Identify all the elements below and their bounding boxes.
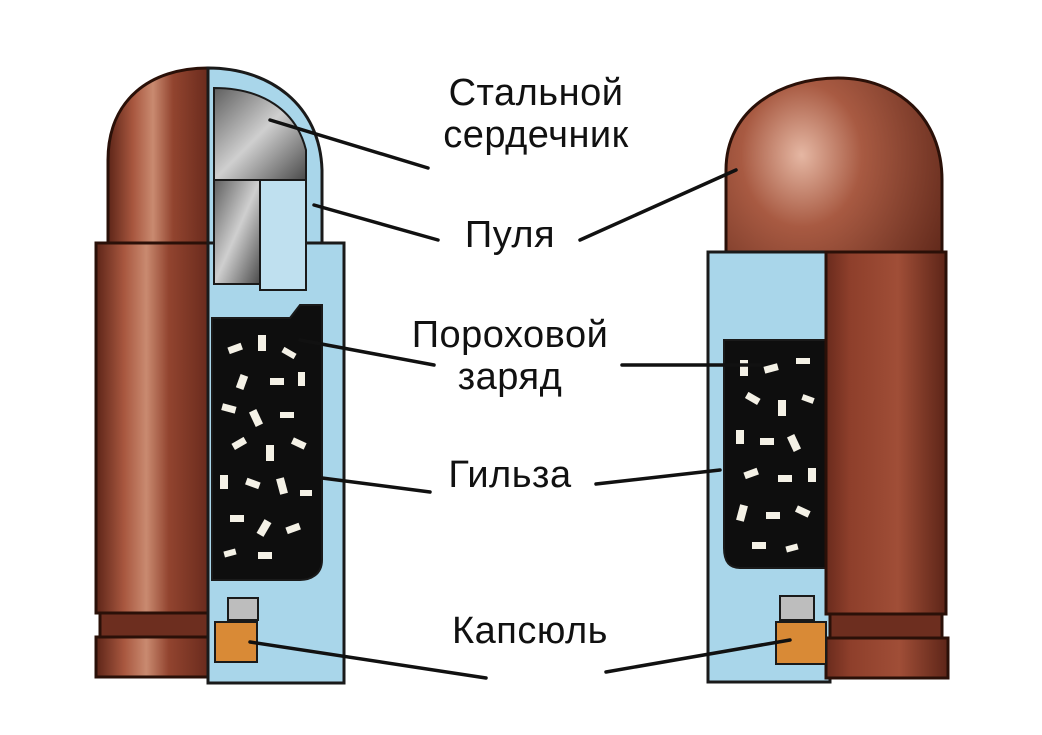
right-case-base [824,636,950,680]
leader-primer-right [604,638,792,674]
label-powder-line1: Пороховой [411,314,609,356]
label-steel-core-line1: Стальной [448,72,624,114]
leader-steel-core [268,118,430,170]
right-case-outer [824,250,948,616]
label-powder-line2: заряд [457,356,563,398]
label-primer: Капсюль [452,610,608,652]
leader-bullet-left [312,203,440,242]
left-bullet-interior [259,179,307,291]
leader-case-right [594,468,722,486]
label-steel-core: Стальной сердечник [426,72,646,156]
left-bullet-outer [106,66,210,247]
right-case-rim [828,612,944,640]
right-powder-chamber [723,339,827,569]
label-case: Гильза [448,454,572,496]
left-case-outer [94,241,210,615]
leader-primer-left [248,640,488,680]
right-powder-grains [736,358,816,553]
leader-powder-left [298,338,436,367]
left-powder-chamber [211,304,323,581]
right-primer [775,621,827,665]
leader-case-left [320,476,432,494]
leader-bullet-right [578,168,738,242]
right-primer-anvil [779,595,815,621]
leader-lines [248,118,792,680]
right-cartridge [706,76,950,684]
label-bullet: Пуля [464,214,556,256]
left-steel-core [213,86,307,181]
left-primer-anvil [227,597,259,621]
label-powder-charge: Пороховой заряд [396,314,624,398]
left-case-rim [98,611,210,639]
left-cartridge [94,66,346,685]
left-case-base [94,635,210,679]
label-steel-core-line2: сердечник [443,114,629,156]
left-powder-grains [220,335,312,559]
left-steel-core-shank [213,179,261,285]
